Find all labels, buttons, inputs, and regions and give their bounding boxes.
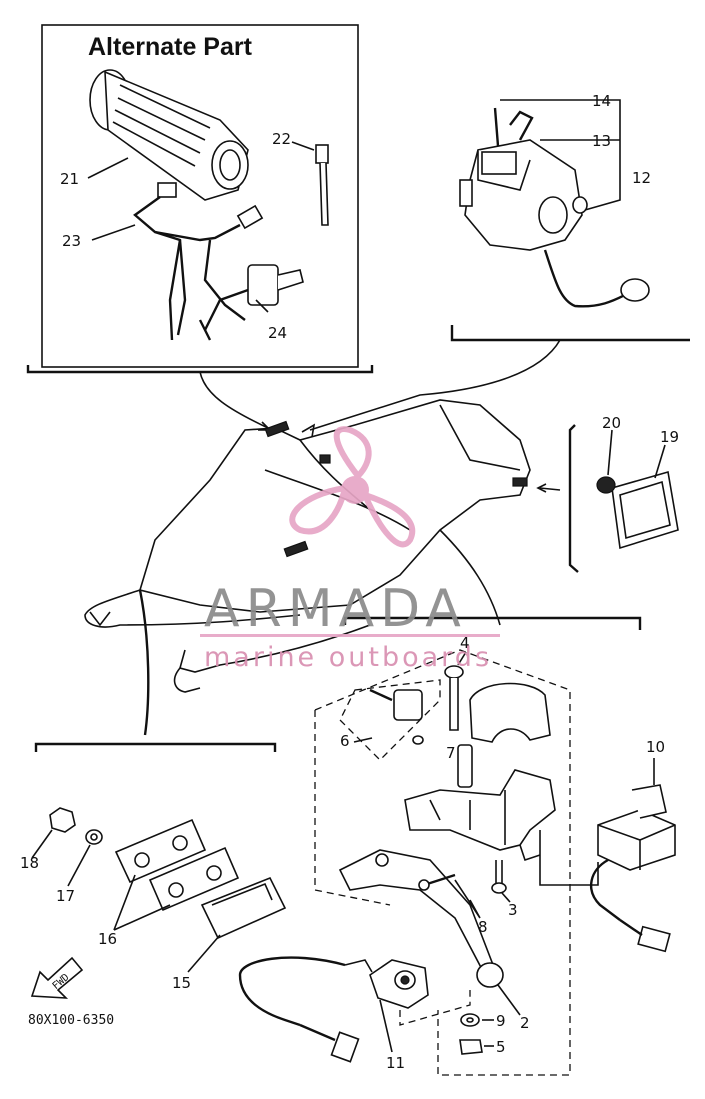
cable-tie-part	[315, 144, 329, 226]
callout-24: 24	[268, 324, 287, 342]
alternate-part-title: Alternate Part	[88, 33, 253, 61]
propeller-logo-icon	[289, 426, 416, 548]
throttle-lever-part	[338, 849, 504, 988]
callout-20: 20	[602, 414, 621, 432]
alternate-part-box: Alternate Part	[41, 24, 359, 368]
callout-15: 15	[172, 974, 191, 992]
callout-8: 8	[478, 918, 488, 936]
callout-7: 7	[446, 744, 456, 762]
snowmobile-hood	[84, 399, 531, 736]
left-bracket	[34, 742, 277, 752]
relay-part	[589, 784, 676, 953]
reflector-part	[536, 424, 679, 573]
throttle-cap-part	[469, 682, 551, 743]
callout-21: 21	[60, 170, 79, 188]
throttle-bracket	[343, 616, 642, 630]
watermark-tagline: marine outboards	[204, 642, 492, 673]
washer-small-part	[85, 829, 103, 845]
toggle-switch-part	[203, 264, 304, 331]
callout-4: 4	[460, 634, 470, 652]
mounting-plate-part	[114, 818, 240, 912]
wire-harness-part	[133, 182, 264, 341]
callout-22: 22	[272, 130, 291, 148]
collar-part	[457, 744, 473, 788]
throttle-sensor-part	[238, 956, 429, 1063]
callout-16: 16	[98, 930, 117, 948]
callout-5: 5	[496, 1038, 506, 1056]
switch-bracket	[450, 325, 690, 342]
callout-17: 17	[56, 887, 75, 905]
screw-part	[418, 860, 507, 894]
reflector-small-part	[200, 876, 287, 940]
callout-14: 14	[592, 92, 611, 110]
nut-part	[459, 1039, 483, 1055]
callout-12: 12	[632, 169, 651, 187]
callout-2: 2	[520, 1014, 530, 1032]
callout-9: 9	[496, 1012, 506, 1030]
callout-13: 13	[592, 132, 611, 150]
callout-11: 11	[386, 1054, 405, 1072]
cap-nut-part	[49, 807, 76, 833]
callout-19: 19	[660, 428, 679, 446]
callout-3: 3	[508, 901, 518, 919]
callout-6: 6	[340, 732, 350, 750]
alt-part-bracket	[26, 365, 374, 374]
heated-grip-part	[89, 69, 249, 201]
watermark-brand: ARMADA	[204, 579, 467, 639]
callout-18: 18	[20, 854, 39, 872]
throttle-housing-part	[404, 769, 556, 862]
drawing-code: 80X100-6350	[28, 1013, 114, 1028]
bolt-part	[444, 665, 464, 731]
callout-23: 23	[62, 232, 81, 250]
switch-assembly-part	[459, 107, 650, 308]
armada-watermark: ARMADA marine outboards	[200, 426, 500, 673]
callout-10: 10	[646, 738, 665, 756]
washer-part	[460, 1013, 480, 1027]
throttle-cover-part	[369, 688, 424, 745]
forward-direction-arrow: FWD	[30, 956, 84, 999]
